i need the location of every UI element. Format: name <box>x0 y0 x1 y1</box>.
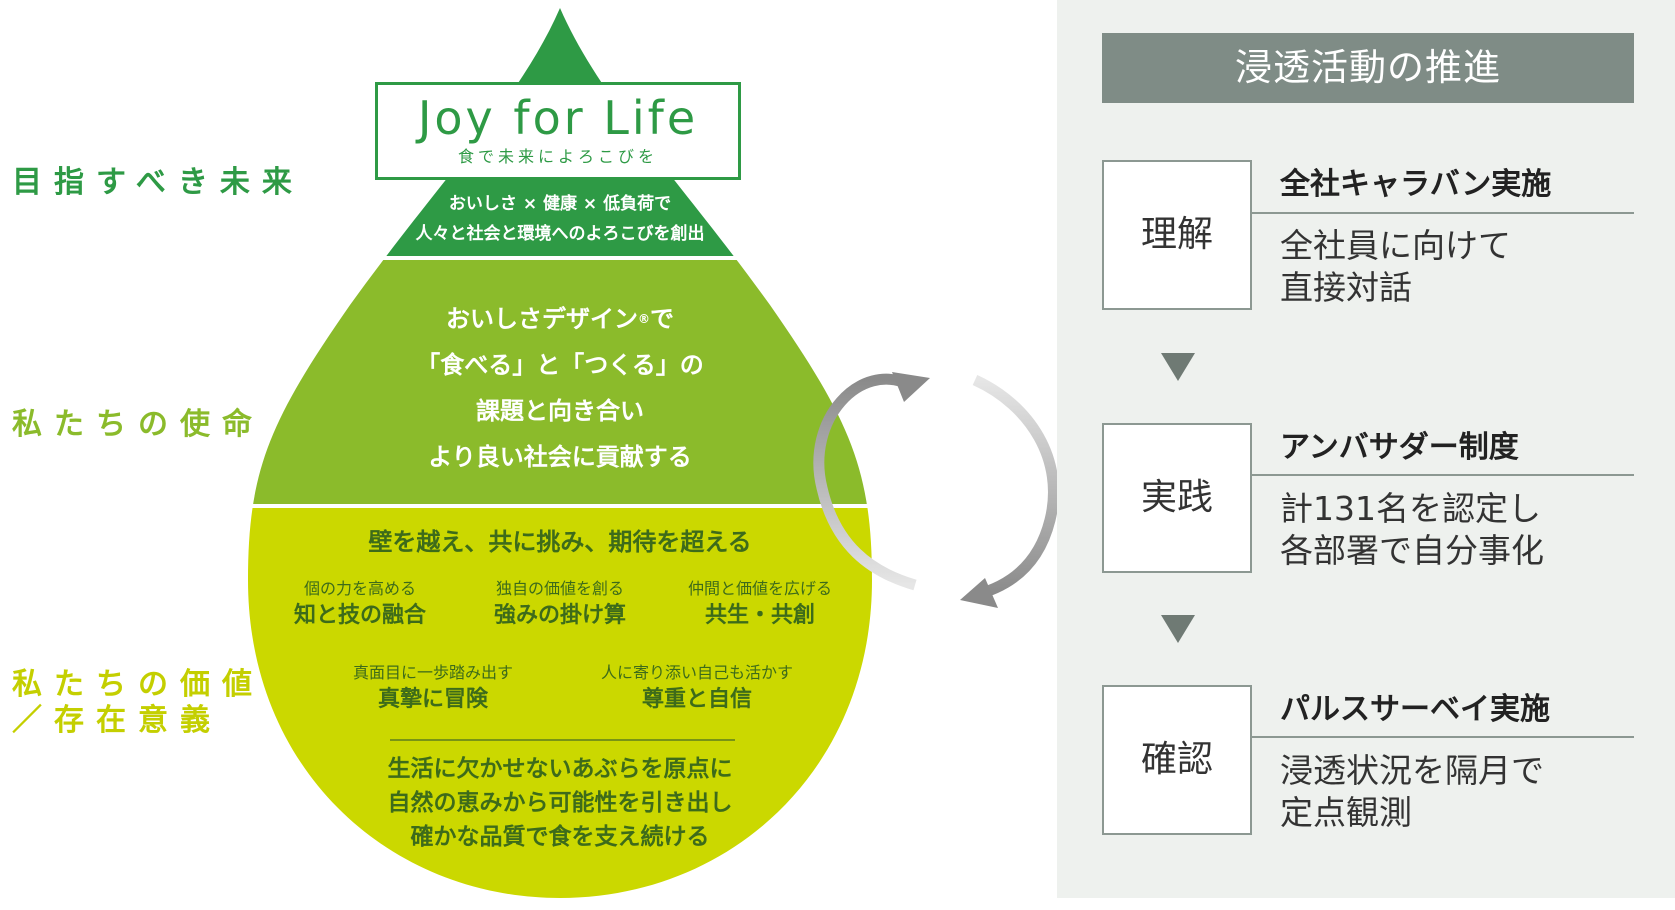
step-desc-1: 計131名を認定し <box>1280 489 1541 528</box>
value-item-title: 知と技の融合 <box>293 603 426 628</box>
value-item: 仲間と価値を広げる 共生・共創 <box>650 578 870 632</box>
value-item: 独自の価値を創る 強みの掛け算 <box>450 578 670 632</box>
cycle-arrowhead-top <box>892 372 930 402</box>
cycle-arrowhead-bottom <box>960 578 998 608</box>
mission-line-4: より良い社会に貢献する <box>428 443 692 471</box>
step-divider <box>1252 212 1634 214</box>
label-value-1: 私たちの価値 <box>12 667 264 702</box>
value-item-caption: 個の力を高める <box>303 579 416 598</box>
value-item: 人に寄り添い自己も活かす 尊重と自信 <box>572 662 822 716</box>
value-item-title: 強みの掛け算 <box>493 603 626 628</box>
cycle-arrow-left <box>813 373 917 591</box>
label-mission: 私たちの使命 <box>12 407 264 442</box>
label-value-2: ／存在意義 <box>12 703 222 738</box>
logo-subtext: 食で未来によろこびを <box>457 147 658 166</box>
value-item-caption: 独自の価値を創る <box>495 579 624 598</box>
purpose-line-3: 確かな品質で食を支え続ける <box>410 824 710 850</box>
step-title: 全社キャラバン実施 <box>1280 167 1552 202</box>
purpose-line-1: 生活に欠かせないあぶらを原点に <box>387 756 733 782</box>
value-item-caption: 仲間と価値を広げる <box>687 579 832 598</box>
step-desc-2: 各部署で自分事化 <box>1280 531 1544 570</box>
down-arrow-icon <box>1161 353 1195 381</box>
value-item-title: 真摯に冒険 <box>377 687 488 712</box>
step-divider <box>1252 474 1634 476</box>
mission-line-3: 課題と向き合い <box>476 397 644 425</box>
vision-line-2: 人々と社会と環境へのよろこびを創出 <box>415 224 705 244</box>
step-desc-1: 全社員に向けて <box>1280 226 1511 265</box>
registered-mark: ® <box>638 312 650 326</box>
joy-for-life-logo: Joy for Life 食で未来によろこびを <box>375 82 741 180</box>
cycle-arrow-right <box>972 374 1059 601</box>
mission-line-1: おいしさデザイン®で <box>350 296 770 342</box>
value-item-title: 共生・共創 <box>704 603 815 628</box>
step-desc-1: 浸透状況を隔月で <box>1280 751 1544 790</box>
value-item: 真面目に一歩踏み出す 真摯に冒険 <box>318 662 548 716</box>
panel-title: 浸透活動の推進 <box>1102 33 1634 103</box>
step-label-box: 実践 <box>1102 423 1252 573</box>
purpose-line-2: 自然の恵みから可能性を引き出し <box>387 790 733 816</box>
step-divider <box>1252 736 1634 738</box>
label-future: 目指すべき未来 <box>12 165 304 200</box>
mission-text-1-end: で <box>650 305 674 333</box>
step-title: パルスサーベイ実施 <box>1280 692 1550 727</box>
value-item-caption: 真面目に一歩踏み出す <box>352 663 513 682</box>
step-label-box: 理解 <box>1102 160 1252 310</box>
value-item: 個の力を高める 知と技の融合 <box>250 578 470 632</box>
value-item-title: 尊重と自信 <box>641 687 752 712</box>
logo-text: Joy for Life <box>417 91 699 145</box>
step-title: アンバサダー制度 <box>1280 430 1519 465</box>
step-desc-2: 直接対話 <box>1280 268 1412 307</box>
step-desc-2: 定点観測 <box>1280 793 1412 832</box>
mission-line-2: 「食べる」と「つくる」の <box>416 351 704 379</box>
step-label-box: 確認 <box>1102 685 1252 835</box>
vision-line-1: おいしさ × 健康 × 低負荷で <box>448 194 672 214</box>
down-arrow-icon <box>1161 615 1195 643</box>
value-item-caption: 人に寄り添い自己も活かす <box>600 663 793 682</box>
value-headline: 壁を越え、共に挑み、期待を超える <box>368 528 752 556</box>
mission-text-1: おいしさデザイン <box>446 305 638 333</box>
